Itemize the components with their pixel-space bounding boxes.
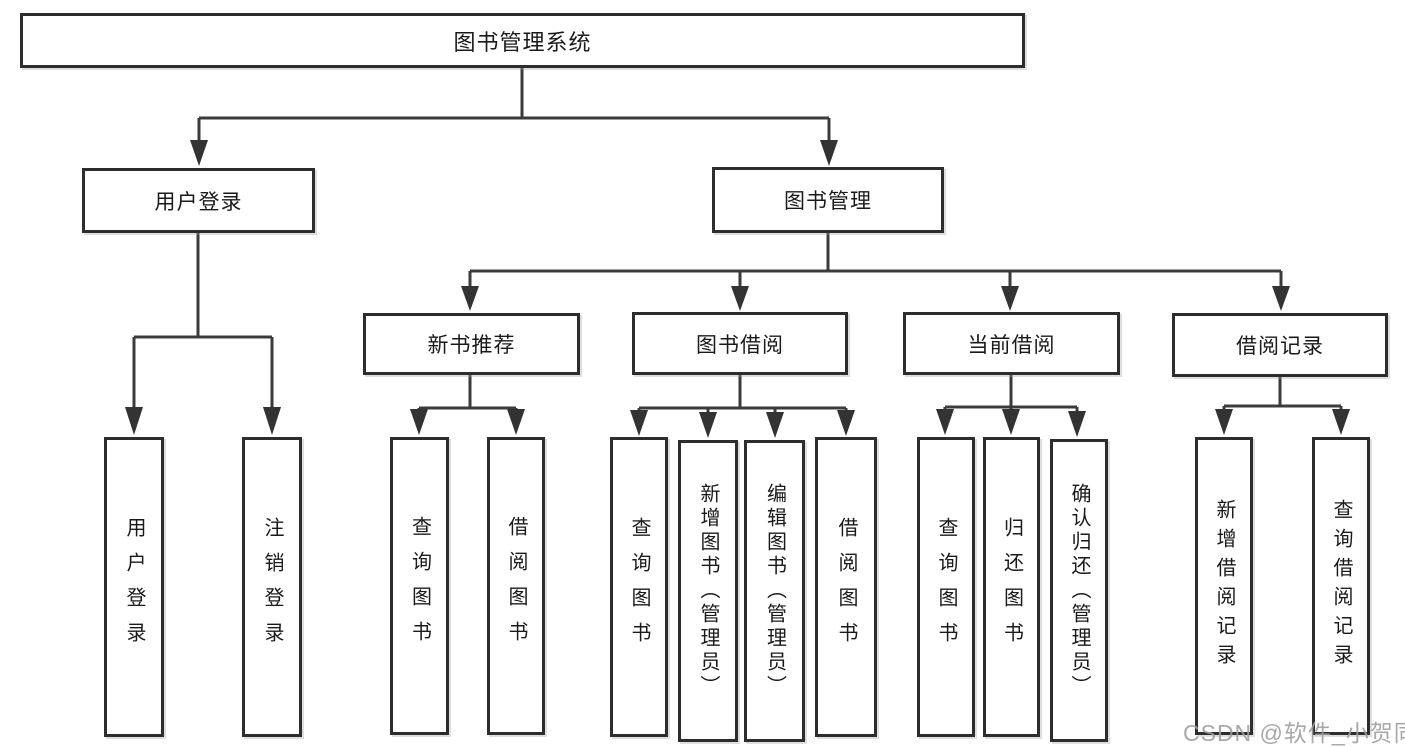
node-root-label: 图书管理系统 bbox=[453, 29, 592, 55]
node-new-book-recommend-label: 新书推荐 bbox=[427, 334, 516, 357]
node-book-management-label: 图书管理 bbox=[784, 190, 872, 213]
leaf-edit-book-admin: 编辑图书（管理员） bbox=[744, 440, 805, 742]
csdn-watermark: CSDN @软件_小贺同学 bbox=[1183, 720, 1405, 746]
leaf-borrow-books-2-label: 借阅图书 bbox=[835, 517, 857, 657]
leaf-add-borrow-record: 新增借阅记录 bbox=[1195, 437, 1253, 735]
leaf-borrow-books-2: 借阅图书 bbox=[815, 437, 877, 737]
node-current-borrow-label: 当前借阅 bbox=[967, 333, 1056, 357]
leaf-confirm-return-admin: 确认归还（管理员） bbox=[1050, 439, 1108, 742]
leaf-query-borrow-record-label: 查询借阅记录 bbox=[1330, 499, 1352, 673]
leaf-return-book-label: 归还图书 bbox=[1000, 517, 1023, 657]
node-borrow-records: 借阅记录 bbox=[1172, 313, 1388, 377]
leaf-add-borrow-record-label: 新增借阅记录 bbox=[1213, 499, 1235, 673]
leaf-borrow-books-1-label: 借阅图书 bbox=[505, 516, 527, 656]
node-book-management: 图书管理 bbox=[712, 167, 944, 233]
node-borrow-records-label: 借阅记录 bbox=[1236, 335, 1324, 358]
leaf-confirm-return-admin-label: 确认归还（管理员） bbox=[1068, 482, 1090, 699]
leaf-query-books-1: 查询图书 bbox=[390, 437, 449, 735]
leaf-query-books-3: 查询图书 bbox=[917, 437, 975, 737]
leaf-query-books-1-label: 查询图书 bbox=[408, 516, 431, 656]
leaf-return-book: 归还图书 bbox=[983, 437, 1040, 737]
node-user-login-label: 用户登录 bbox=[154, 190, 243, 214]
leaf-edit-book-admin-label: 编辑图书（管理员） bbox=[763, 483, 786, 699]
leaf-logout-label: 注销登录 bbox=[261, 517, 283, 657]
node-user-login: 用户登录 bbox=[82, 168, 315, 233]
leaf-query-books-3-label: 查询图书 bbox=[935, 517, 957, 657]
leaf-add-book-admin-label: 新增图书（管理员） bbox=[697, 483, 719, 699]
node-current-borrow: 当前借阅 bbox=[903, 312, 1120, 375]
arrowhead-icons bbox=[125, 140, 1350, 438]
leaf-add-book-admin: 新增图书（管理员） bbox=[678, 440, 738, 742]
node-new-book-recommend: 新书推荐 bbox=[363, 313, 580, 375]
leaf-query-books-2: 查询图书 bbox=[610, 437, 668, 737]
node-book-borrow-label: 图书借阅 bbox=[696, 333, 784, 357]
node-book-borrow: 图书借阅 bbox=[632, 312, 848, 375]
leaf-borrow-books-1: 借阅图书 bbox=[487, 437, 545, 735]
leaf-query-books-2-label: 查询图书 bbox=[628, 517, 650, 657]
leaf-logout: 注销登录 bbox=[242, 437, 302, 737]
leaf-user-login: 用户登录 bbox=[104, 437, 164, 737]
node-root: 图书管理系统 bbox=[20, 13, 1025, 68]
leaf-user-login-label: 用户登录 bbox=[123, 517, 145, 657]
leaf-query-borrow-record: 查询借阅记录 bbox=[1312, 437, 1370, 735]
